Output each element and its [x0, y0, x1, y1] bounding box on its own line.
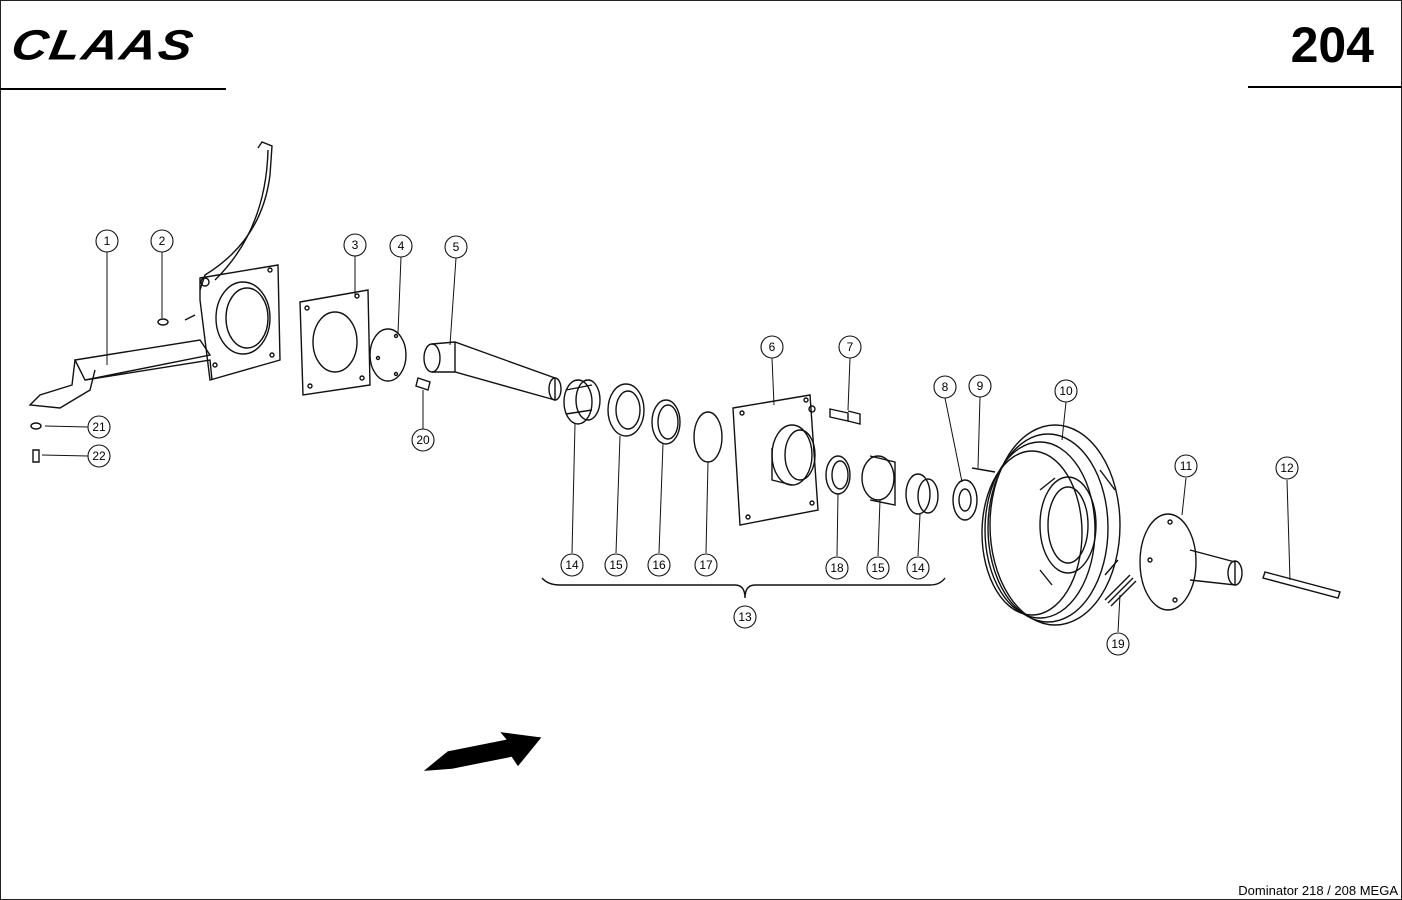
- part-7-bolt: [808, 405, 861, 425]
- callout-circles: [87, 229, 1299, 656]
- callout-9-circle: [968, 374, 992, 398]
- part-4-cover-disc: [369, 328, 407, 382]
- callout-14b-circle: [906, 556, 930, 580]
- part-20-screw: [415, 377, 431, 391]
- callout-14a: 14: [565, 558, 579, 572]
- header-rule-left: [0, 88, 226, 90]
- callout-10-circle: [1054, 379, 1078, 403]
- callout-17: 17: [699, 558, 713, 572]
- callout-1: 1: [104, 234, 111, 248]
- footer-model: Dominator 218 / 208 MEGA: [1238, 883, 1398, 898]
- callout-20: 20: [416, 433, 430, 447]
- callout-8-circle: [933, 375, 957, 399]
- part-8-washer: [952, 479, 978, 521]
- part-16-ring: [651, 399, 681, 445]
- callout-5: 5: [453, 240, 460, 254]
- callout-4: 4: [398, 239, 405, 253]
- assembly-13-brace: [541, 577, 946, 599]
- part-17-circlip: [693, 411, 723, 463]
- part-2-nut: [157, 318, 169, 326]
- part-19-belt: [1104, 574, 1137, 607]
- callout-5-circle: [444, 235, 468, 259]
- callout-14a-circle: [560, 553, 584, 577]
- callout-2-circle: [150, 229, 174, 253]
- part-5-shaft: [423, 341, 562, 401]
- page-number: 204: [1290, 17, 1374, 73]
- part-10-pulley: [981, 424, 1121, 626]
- callout-15b-circle: [866, 556, 890, 580]
- callout-18-circle: [825, 556, 849, 580]
- callout-21-circle: [87, 415, 111, 439]
- direction-arrow: [423, 732, 542, 771]
- callout-2: 2: [159, 234, 166, 248]
- callout-11: 11: [1180, 459, 1193, 473]
- part-6-housing: [732, 394, 819, 526]
- part-15b-cup: [861, 455, 896, 506]
- callout-19-circle: [1106, 632, 1130, 656]
- callout-13-circle: [733, 605, 757, 629]
- part-12-key: [1262, 571, 1341, 599]
- callout-15b: 15: [871, 561, 885, 575]
- callout-16: 16: [652, 558, 666, 572]
- callout-12: 12: [1280, 461, 1294, 475]
- part-21-washer: [30, 422, 42, 430]
- callout-16-circle: [647, 553, 671, 577]
- callout-22-circle: [87, 444, 111, 468]
- part-3-gasket: [299, 289, 371, 396]
- callout-3-circle: [343, 233, 367, 257]
- callout-7-circle: [838, 335, 862, 359]
- callout-9: 9: [977, 379, 984, 393]
- part-1-bracket: [28, 141, 281, 409]
- callout-19: 19: [1111, 637, 1125, 651]
- callout-18: 18: [830, 561, 844, 575]
- callout-13: 13: [738, 610, 752, 624]
- callout-8: 8: [942, 380, 949, 394]
- part-15a-cup: [607, 383, 645, 437]
- part-18-ring: [825, 455, 851, 495]
- leader-lines: [41, 252, 1291, 633]
- callout-1-circle: [95, 229, 119, 253]
- part-11-hub: [1139, 513, 1243, 611]
- callout-3: 3: [352, 238, 359, 252]
- callout-4-circle: [389, 234, 413, 258]
- callout-20-circle: [411, 428, 435, 452]
- callout-17-circle: [694, 553, 718, 577]
- callout-11-circle: [1174, 454, 1198, 478]
- callout-6-circle: [760, 335, 784, 359]
- callout-15a-circle: [604, 553, 628, 577]
- callout-22: 22: [92, 449, 106, 463]
- callout-14b: 14: [911, 561, 925, 575]
- callout-7: 7: [847, 340, 854, 354]
- callout-15a: 15: [609, 558, 623, 572]
- part-14a-bearing: [563, 379, 601, 425]
- part-9-pin: [971, 467, 996, 473]
- part-14b-bearing: [905, 473, 939, 515]
- header-rule-right: [1248, 86, 1402, 88]
- callout-6: 6: [769, 340, 776, 354]
- callout-10: 10: [1059, 384, 1073, 398]
- part-22-bolt: [32, 449, 40, 463]
- callout-12-circle: [1275, 456, 1299, 480]
- callout-21: 21: [92, 420, 106, 434]
